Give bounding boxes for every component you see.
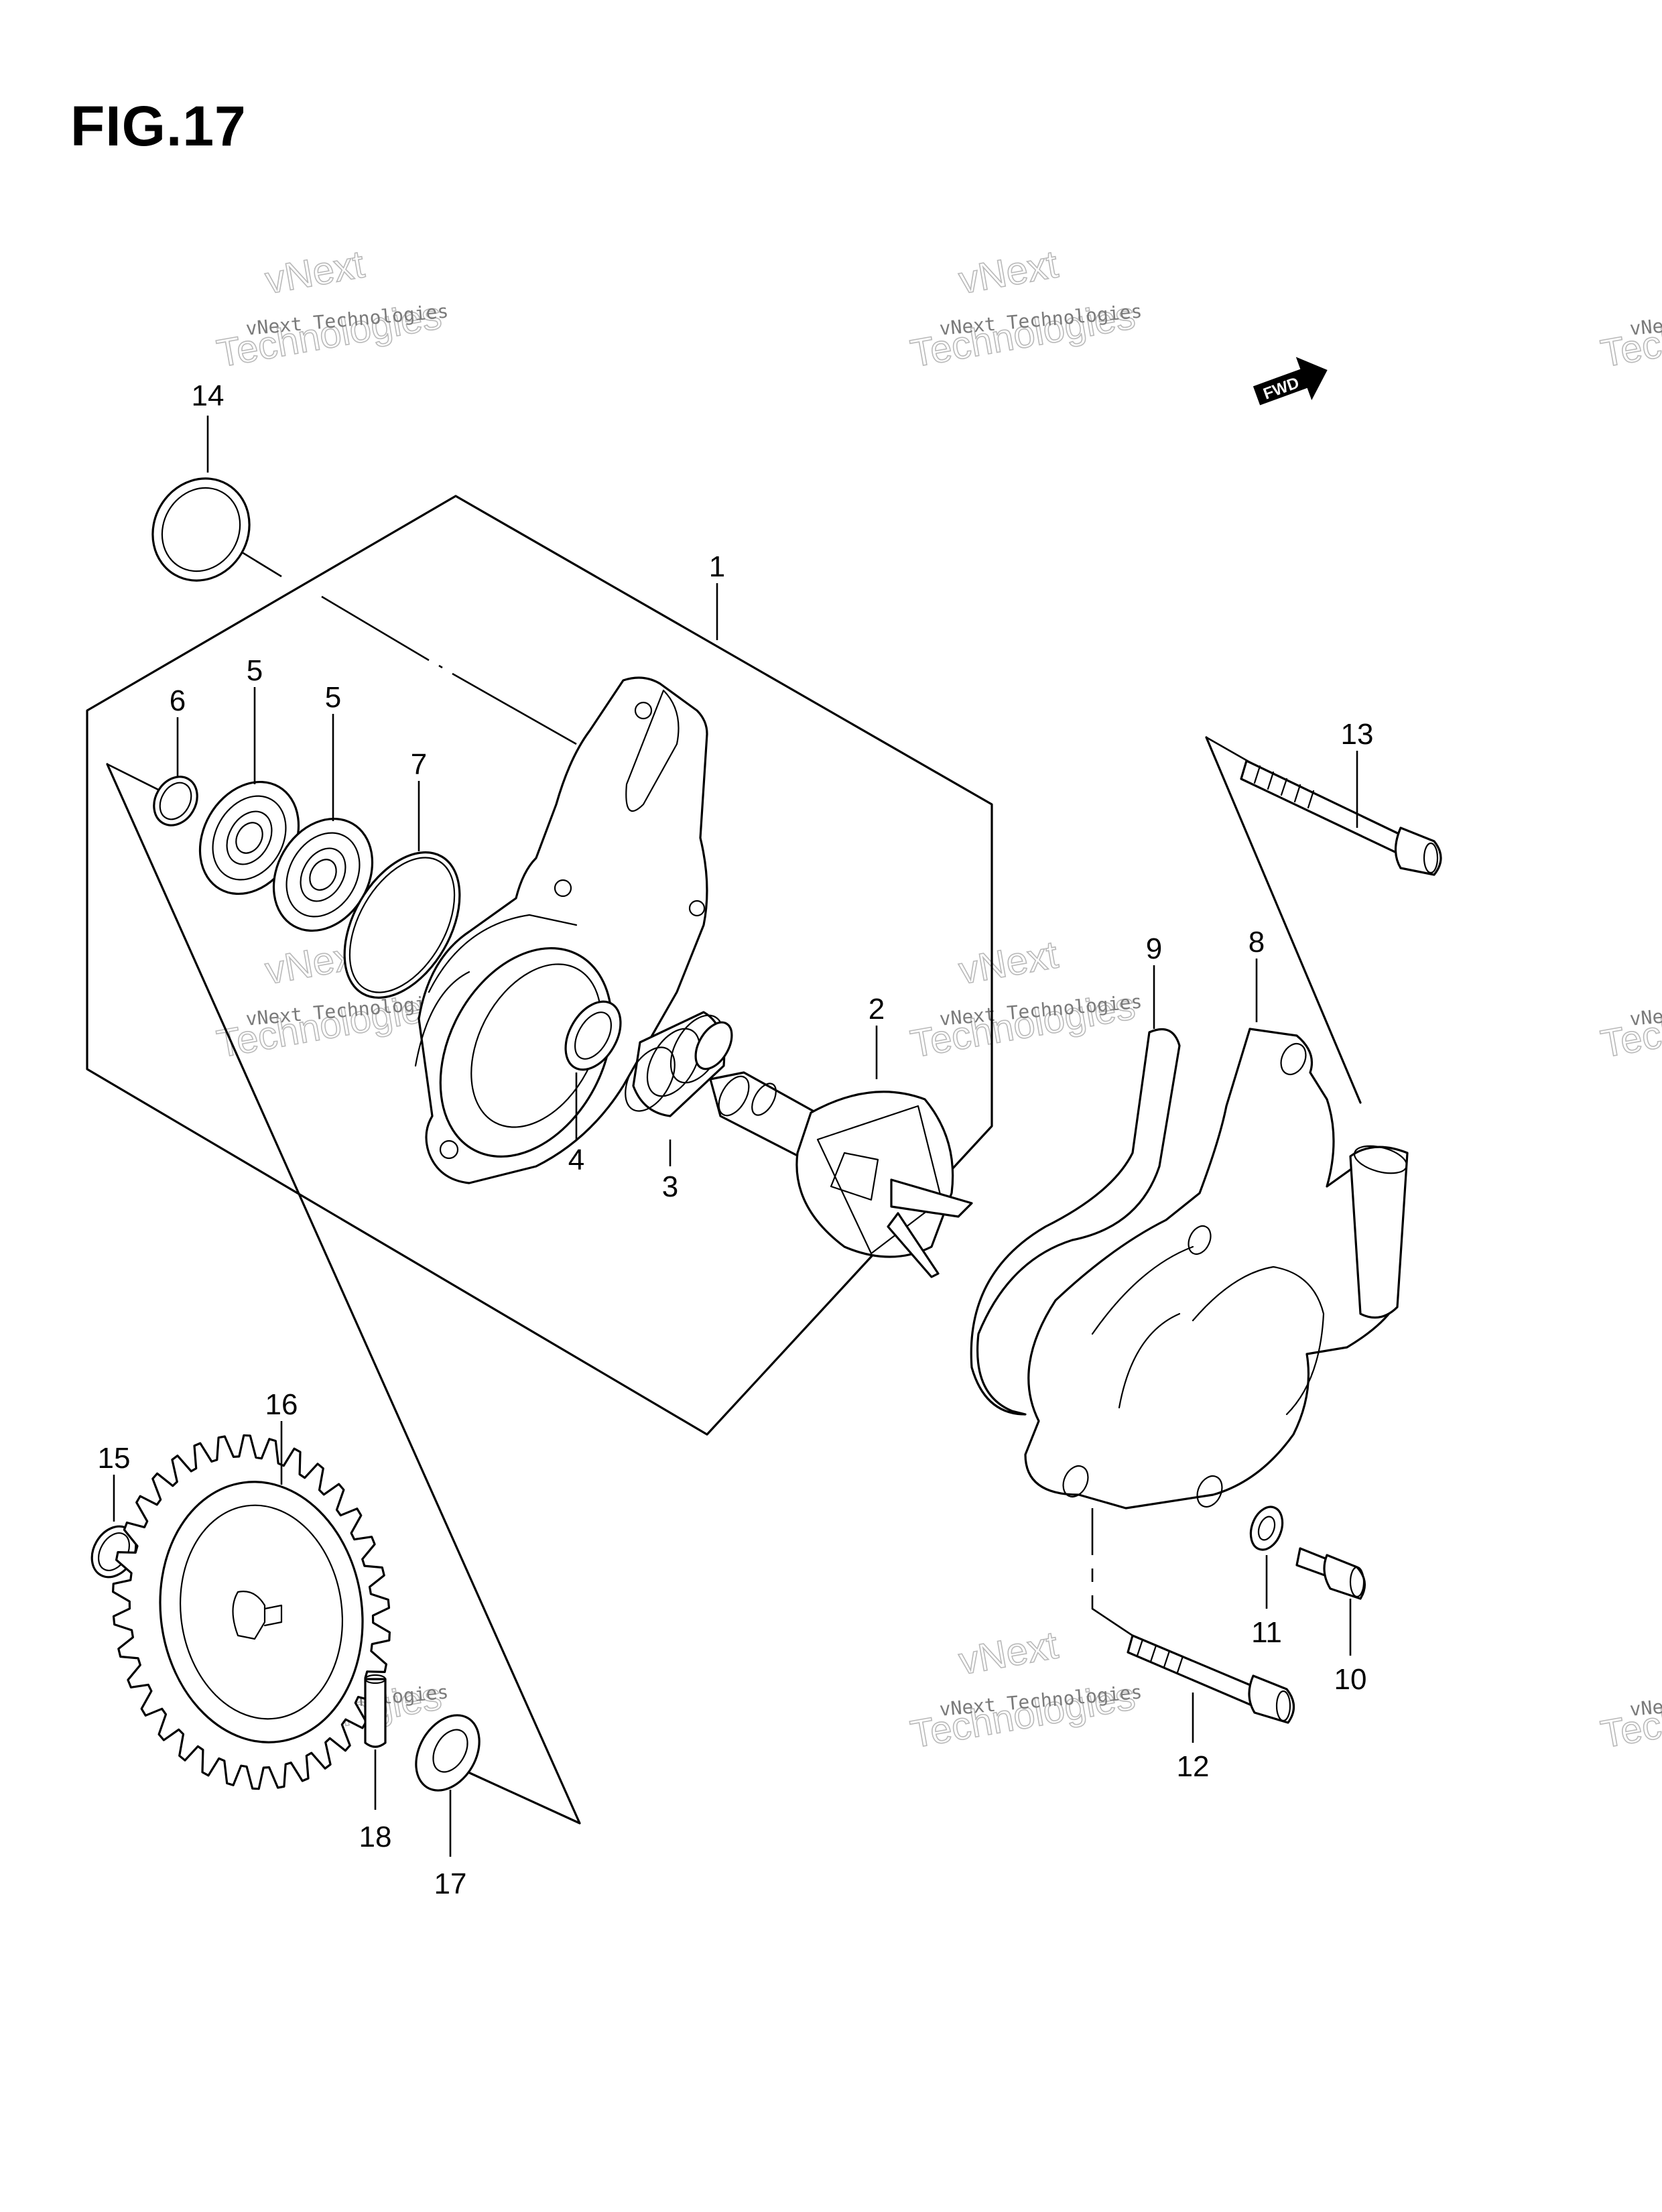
fwd-arrow-icon [1253,357,1328,406]
svg-text:vNext: vNext [956,242,1061,302]
pin-18 [364,1674,387,1748]
watermark: Technologies vNext Technologies [1597,983,1662,1066]
callout-4: 4 [568,1144,584,1176]
svg-text:vNext Technologies: vNext Technologies [1628,300,1662,340]
pump-cover-8 [1024,1028,1409,1510]
callout-18: 18 [359,1821,392,1853]
o-ring-7 [343,851,461,999]
callout-5a: 5 [247,654,263,687]
bolt-10 [1295,1547,1366,1600]
watermark: vNext Technologies vNext Technologies [213,242,449,377]
fwd-direction-badge: FWD [1253,357,1328,406]
washer-11 [1249,1506,1284,1551]
svg-text:vNext: vNext [262,242,367,302]
callout-16: 16 [265,1388,298,1421]
svg-text:vNext Technologies: vNext Technologies [1628,1681,1662,1721]
oil-seal-4 [564,1000,622,1071]
callout-10: 10 [1334,1663,1367,1696]
callout-8: 8 [1249,926,1265,959]
gear-teeth-rim [112,1434,391,1790]
callout-3: 3 [662,1170,678,1203]
bolt-12-axis [1091,1508,1133,1637]
callout-1: 1 [709,550,725,583]
callout-2: 2 [869,993,885,1026]
washer-17 [415,1714,481,1792]
callout-labels: 1 2 3 4 5 5 6 7 8 9 10 11 12 13 14 15 16… [98,379,1374,1900]
impeller-shaft-2 [709,1071,973,1278]
pump-gear-16 [112,1434,391,1790]
watermark: Technologies vNext Technologies [1597,293,1662,376]
callout-15: 15 [98,1442,131,1475]
callout-6: 6 [170,684,186,717]
callout-11: 11 [1251,1616,1282,1649]
watermark: vNext Technologies vNext Technologies [907,1623,1143,1758]
callout-7: 7 [411,748,427,781]
svg-text:vNext: vNext [956,1623,1061,1683]
callout-14: 14 [192,379,225,412]
svg-text:vNext Technologies: vNext Technologies [1628,991,1662,1030]
circlip-6 [153,776,198,826]
leader-lines [113,416,1358,1857]
callout-17: 17 [434,1867,467,1900]
bearing-5b [272,817,374,932]
pump-case-1 [414,676,708,1184]
reference-wedge-right [1205,736,1362,1104]
gear-hub-slot [232,1591,283,1640]
watermark: Technologies vNext Technologies [1597,1674,1662,1757]
callout-9: 9 [1146,932,1162,965]
callout-12: 12 [1177,1750,1210,1783]
watermark: vNext Technologies vNext Technologies [907,932,1143,1067]
o-ring-14 [151,477,251,582]
reference-wedge-left [106,763,581,1825]
bolt-13 [1240,759,1442,876]
gear-web-ring [159,1481,364,1743]
callout-5b: 5 [325,681,341,714]
dash-line [321,595,577,745]
figure-title: FIG.17 [70,95,247,158]
callout-13: 13 [1341,718,1374,751]
bolt-12 [1127,1634,1295,1724]
mechanical-seal-3 [625,1011,733,1117]
svg-text:vNext: vNext [956,932,1061,993]
assembly-1-boundary [86,495,993,1436]
gear-web-ring [179,1504,344,1720]
watermark: vNext Technologies vNext Technologies [907,242,1143,377]
o-ring-9 [970,1028,1181,1416]
